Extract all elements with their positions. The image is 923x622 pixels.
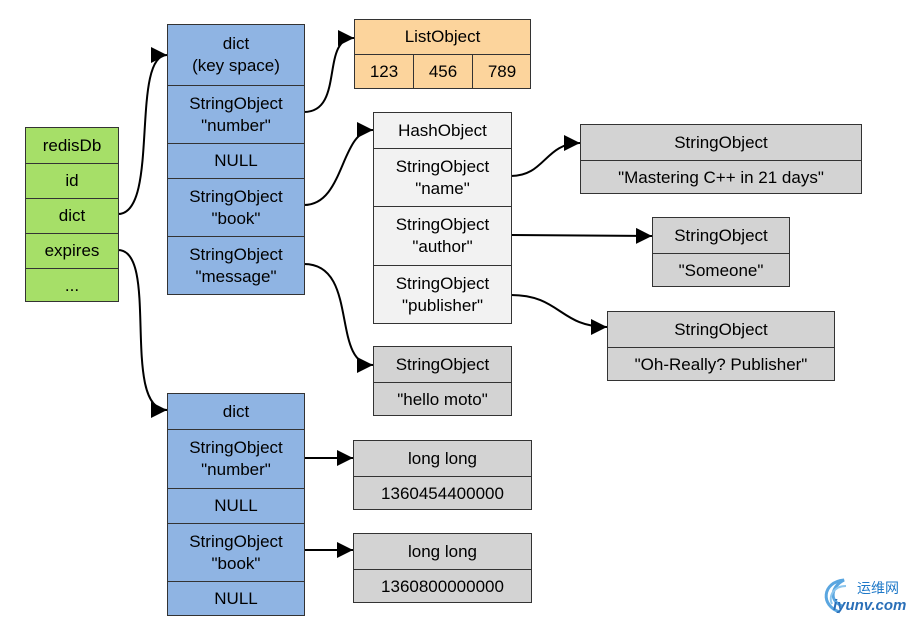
hash-object-title: HashObject [398, 120, 487, 140]
keyspace-dict: dict (key space) StringObject "number" N… [167, 24, 305, 295]
redisdb-dict-field: dict [26, 198, 118, 233]
expires-dict-header: dict [222, 401, 250, 421]
list-object-values: 123 456 789 [355, 54, 530, 89]
edge-name-to-value [510, 135, 581, 177]
redisdb-expires-field: expires [26, 233, 118, 268]
expires-key-book: StringObject "book" [168, 523, 304, 581]
redisdb-title: redisDb [42, 135, 102, 155]
list-value-1: 123 [369, 62, 399, 81]
book-expire-type: long long [407, 541, 477, 561]
number-expire-type: long long [407, 448, 477, 468]
expires-dict: dict StringObject "number" NULL StringOb… [167, 393, 305, 616]
hash-field-name: StringObject "name" [374, 148, 511, 206]
edge-expires-to-dict [117, 249, 168, 418]
list-value-3: 789 [472, 55, 531, 89]
book-expire-timestamp: 1360800000000 [354, 569, 531, 603]
hash-object: HashObject StringObject "name" StringObj… [373, 112, 512, 324]
redisdb-more-field: ... [26, 268, 118, 302]
hash-field-publisher: StringObject "publisher" [374, 265, 511, 324]
expires-null-1: NULL [168, 488, 304, 523]
book-expire-value: long long 1360800000000 [353, 533, 532, 603]
keyspace-key-number: StringObject "number" [168, 85, 304, 143]
redisdb-id-field: id [26, 163, 118, 198]
message-value-object: StringObject "hello moto" [373, 346, 512, 416]
author-value-object: StringObject "Someone" [652, 217, 790, 287]
keyspace-key-message: StringObject "message" [168, 236, 304, 295]
expires-key-number: StringObject "number" [168, 429, 304, 488]
publisher-value-title: StringObject [674, 319, 768, 339]
edge-number-to-listobject [303, 30, 355, 113]
author-value-title: StringObject [674, 225, 768, 245]
message-value-text: "hello moto" [374, 382, 511, 416]
hash-field-author: StringObject "author" [374, 206, 511, 265]
edge-message-to-stringobject [303, 263, 374, 373]
redisdb-struct: redisDb id dict expires ... [25, 127, 119, 302]
list-object: ListObject 123 456 789 [354, 19, 531, 89]
name-value-object: StringObject "Mastering C++ in 21 days" [580, 124, 862, 194]
publisher-value-object: StringObject "Oh-Really? Publisher" [607, 311, 835, 381]
expires-null-2: NULL [168, 581, 304, 616]
number-expire-value: long long 1360454400000 [353, 440, 532, 510]
watermark-chinese: 运维网 [857, 581, 899, 597]
number-expire-timestamp: 1360454400000 [354, 476, 531, 510]
edge-publisher-to-value [510, 294, 608, 335]
name-value-text: "Mastering C++ in 21 days" [581, 160, 861, 194]
publisher-value-text: "Oh-Really? Publisher" [608, 347, 834, 381]
list-object-title: ListObject [404, 27, 481, 46]
list-value-2: 456 [413, 55, 472, 89]
watermark-logo-icon [824, 578, 847, 614]
watermark-site: iyunv.com [833, 597, 907, 614]
edge-book-to-hashobject [303, 122, 374, 206]
edge-author-to-value [510, 227, 653, 244]
name-value-title: StringObject [674, 132, 768, 152]
edge-dict-to-keyspace [117, 47, 168, 215]
message-value-title: StringObject [395, 354, 490, 374]
keyspace-key-book: StringObject "book" [168, 178, 304, 236]
author-value-text: "Someone" [653, 253, 789, 287]
keyspace-header: dict (key space) [192, 34, 280, 75]
keyspace-null: NULL [168, 143, 304, 178]
